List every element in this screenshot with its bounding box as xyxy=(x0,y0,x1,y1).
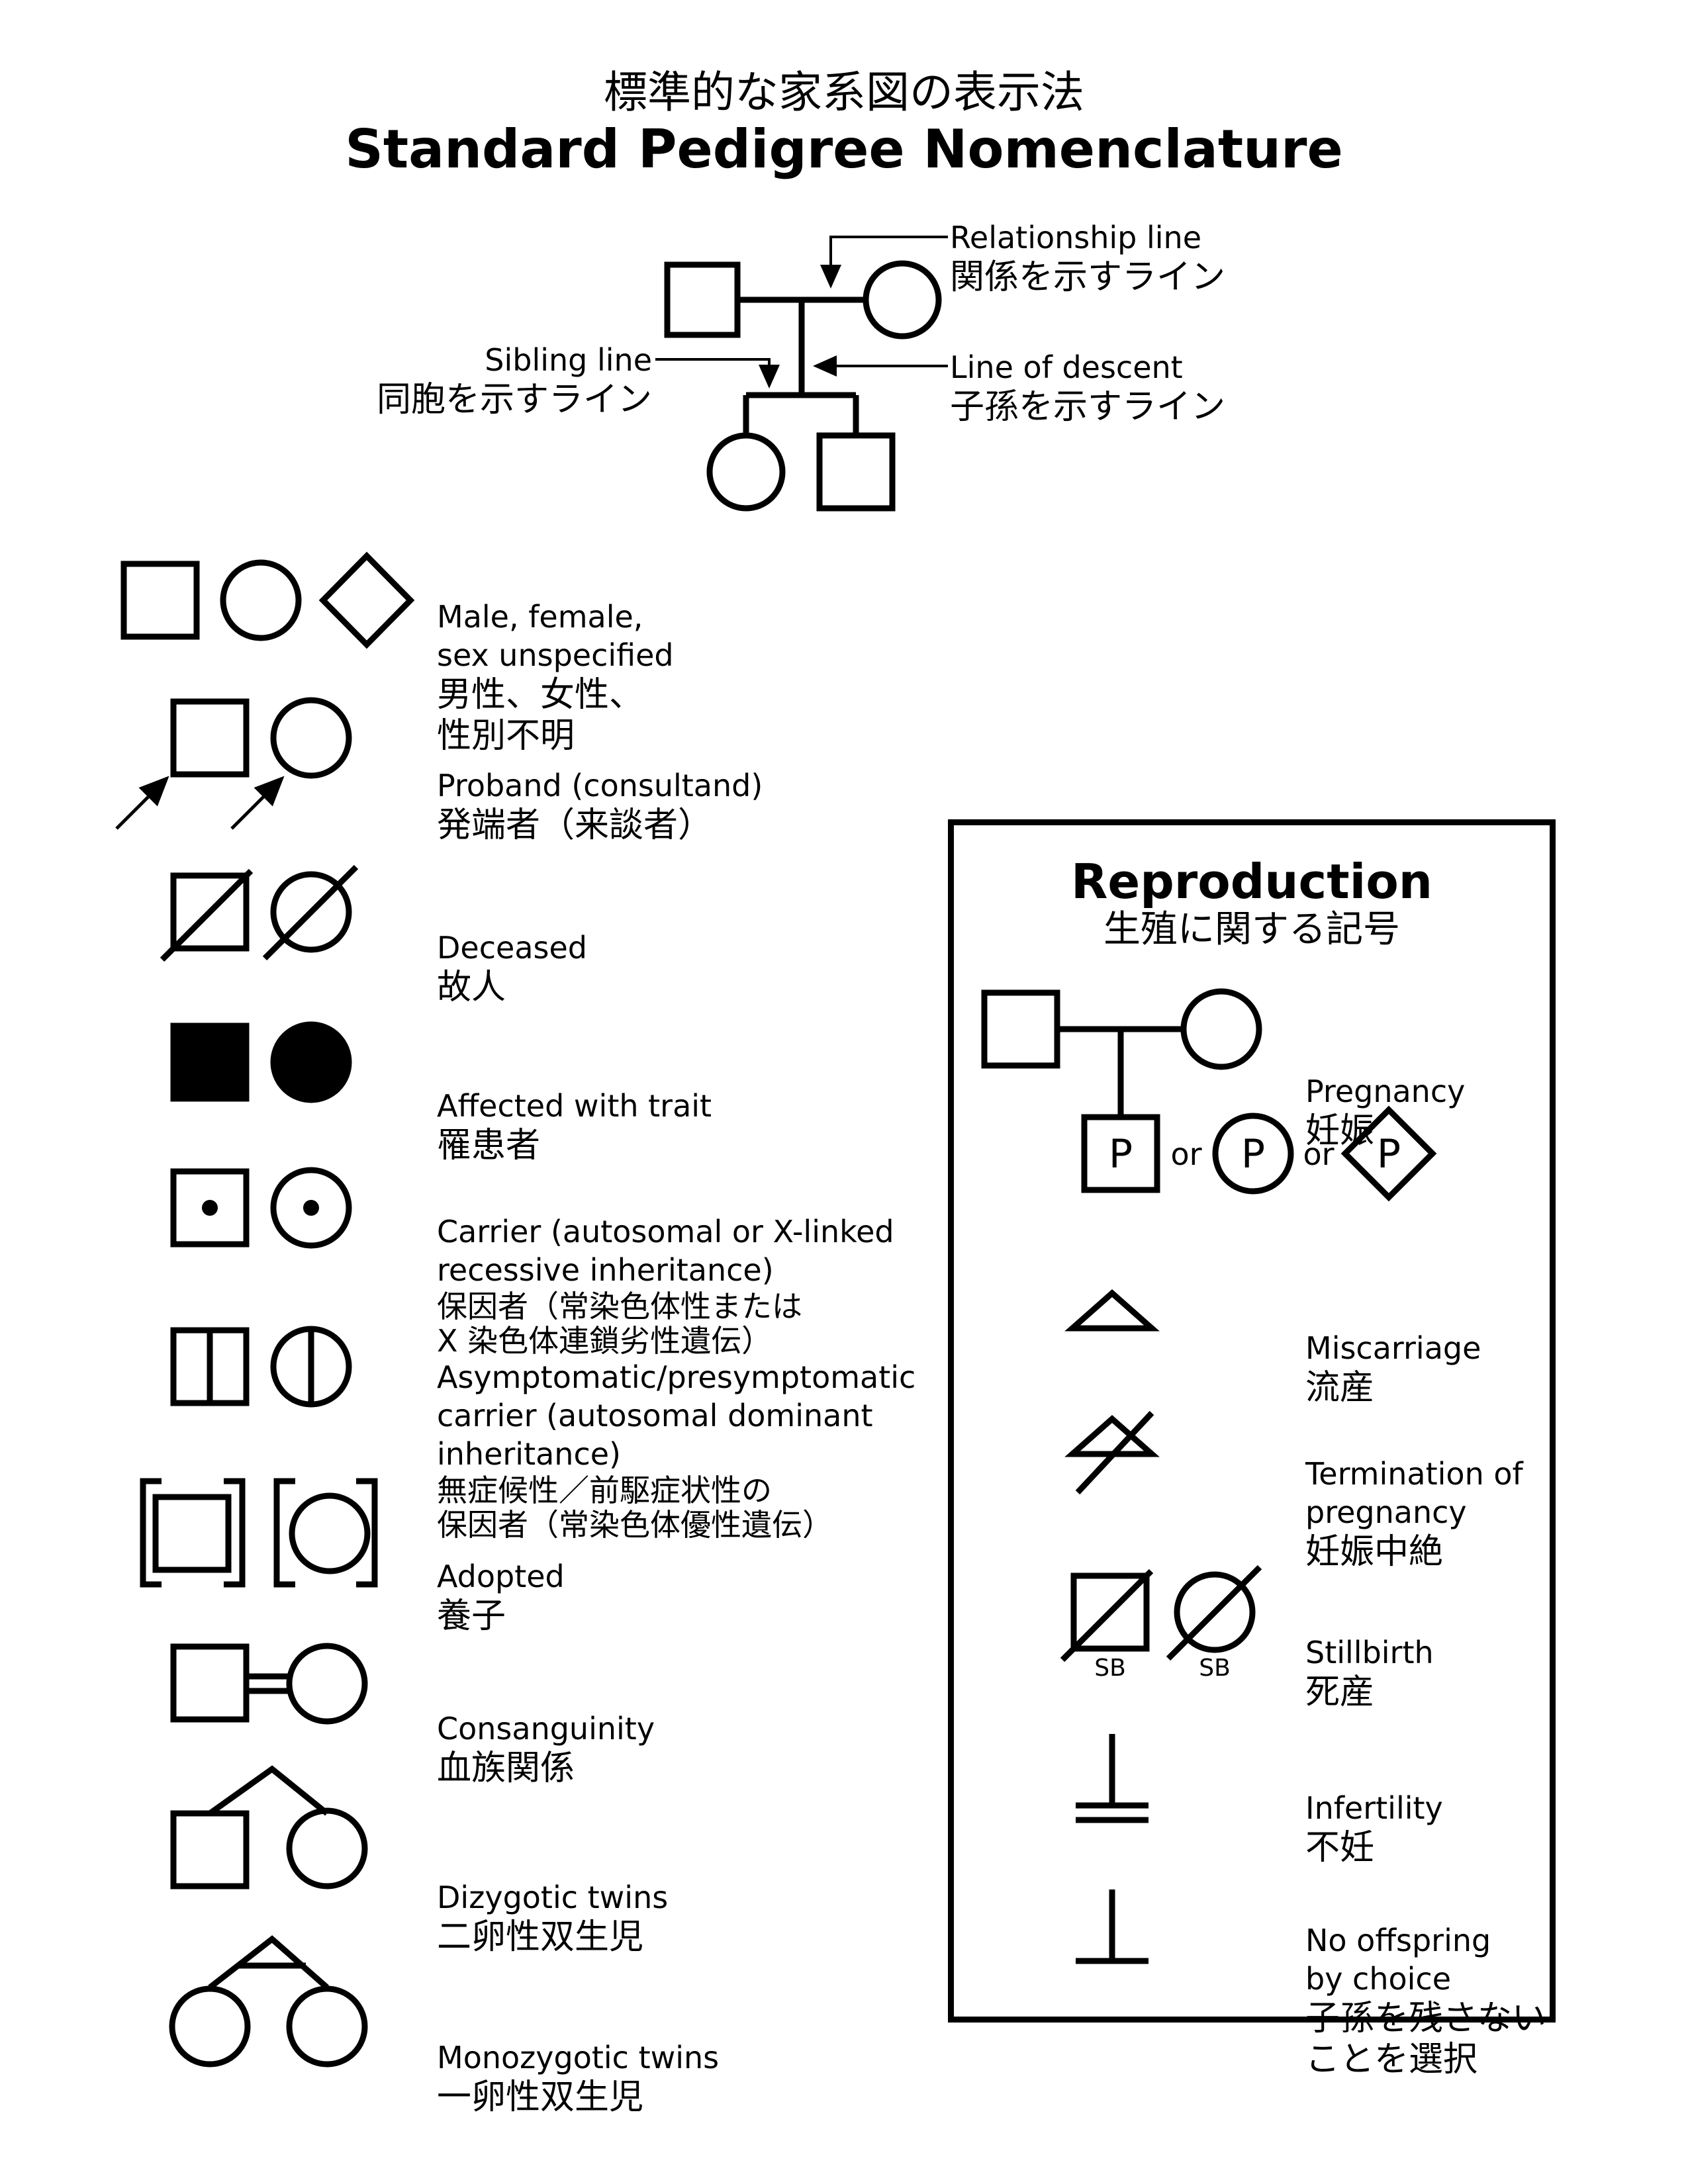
sb-label: SB xyxy=(1199,1655,1231,1682)
example-mother-circle xyxy=(863,260,942,340)
adopted-bracket xyxy=(224,1478,246,1588)
affected-male-square xyxy=(170,1023,250,1102)
stillbirth-circle xyxy=(1174,1571,1256,1653)
monozygotic-circle xyxy=(169,1985,251,2068)
sibling-line-label: Sibling line 同胞を示すライン xyxy=(376,342,652,420)
dizygotic-twin-lines xyxy=(208,1765,329,1816)
stillbirth-square xyxy=(1070,1572,1150,1652)
page-title-ja: 標準的な家系図の表示法 xyxy=(604,67,1084,118)
pregnancy-diamond xyxy=(1340,1105,1437,1202)
dizygotic-female-circle xyxy=(286,1807,368,1889)
adopted-bracket xyxy=(273,1478,295,1588)
female-circle xyxy=(220,559,302,641)
adopted-female-circle xyxy=(289,1492,371,1574)
carrier-female-circle xyxy=(270,1167,352,1249)
or-text: or xyxy=(1303,1136,1334,1172)
legend-proband: Proband (consultand)発端者（来談者） xyxy=(437,768,763,845)
legend-carrier: Carrier (autosomal or X-linked recessive… xyxy=(437,1214,894,1359)
pregnancy-p: P xyxy=(1109,1131,1133,1177)
adopted-bracket xyxy=(140,1478,162,1588)
consanguinity-male-square xyxy=(170,1643,250,1723)
pregnancy-p: P xyxy=(1377,1131,1401,1177)
relationship-line-label: Relationship line 関係を示すライン xyxy=(950,220,1226,297)
monozygotic-twin-lines xyxy=(208,1935,329,1990)
pregnancy-square xyxy=(1081,1114,1160,1193)
adopted-bracket xyxy=(356,1478,378,1588)
line-of-descent-label: Line of descent 子孫を示すライン xyxy=(950,349,1226,427)
proband-arrow xyxy=(115,776,169,830)
affected-female-circle xyxy=(270,1021,352,1103)
sb-label: SB xyxy=(1094,1655,1126,1682)
proband-male-square xyxy=(170,698,250,778)
adopted-male-square xyxy=(152,1494,232,1573)
deceased-male-square xyxy=(170,872,250,952)
legend-asymptomatic-carrier: Asymptomatic/presymptomatic carrier (aut… xyxy=(437,1359,916,1543)
monozygotic-circle xyxy=(286,1985,368,2068)
proband-female-circle xyxy=(270,697,352,779)
example-father-square xyxy=(664,261,741,338)
dizygotic-male-square xyxy=(170,1810,250,1889)
page-title: Standard Pedigree Nomenclature xyxy=(345,118,1343,180)
unknown-sex-diamond xyxy=(318,551,415,649)
male-square xyxy=(120,561,200,640)
deceased-female-circle xyxy=(270,871,352,953)
reproduction-subtitle: 生殖に関する記号 xyxy=(1103,908,1400,951)
pregnancy-p: P xyxy=(1241,1131,1265,1177)
or-text: or xyxy=(1170,1136,1201,1172)
miscarriage-triangle xyxy=(1064,1289,1160,1332)
example-son-square xyxy=(816,432,896,512)
consanguinity-female-circle xyxy=(286,1643,368,1725)
proband-arrow xyxy=(230,776,285,830)
sibling-line-arrow xyxy=(655,358,780,388)
carrier-male-square xyxy=(170,1168,250,1248)
reproduction-box xyxy=(948,819,1556,2023)
reproduction-title: Reproduction xyxy=(1070,854,1433,909)
relationship-line-arrow xyxy=(820,236,948,289)
example-daughter-circle xyxy=(706,432,786,512)
pregnancy-circle xyxy=(1212,1113,1294,1195)
